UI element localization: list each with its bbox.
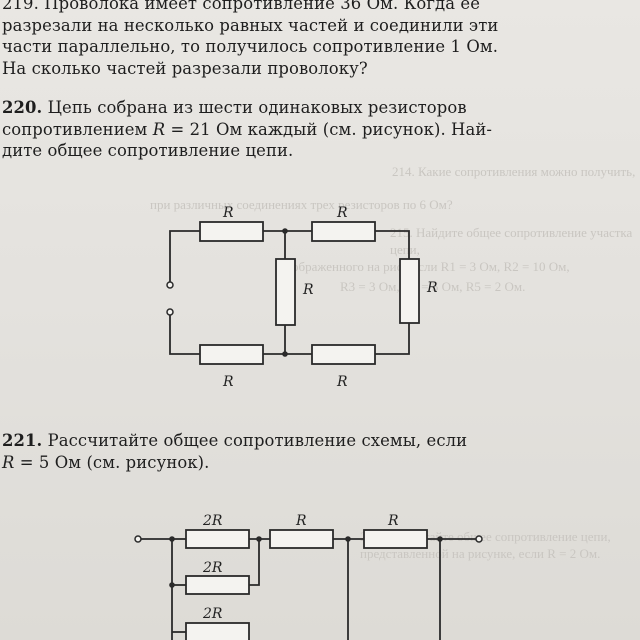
problem-219-line-4: На сколько частей разрезали проволоку? (2, 58, 368, 78)
resistor-label-bottom-left: R (222, 374, 234, 390)
problem-221: 221. Рассчитайте общее сопротивление схе… (2, 430, 638, 473)
problem-221-number: 221. (2, 431, 43, 450)
resistor-2r-top (185, 529, 250, 549)
wire-top-left (169, 230, 200, 282)
junction-node-left-mid (169, 582, 175, 588)
resistor-2r-bottom (185, 622, 250, 640)
junction-node-left (169, 536, 175, 542)
problem-220-variable: R (152, 119, 166, 139)
wire-bottom-right (375, 323, 410, 355)
wire-top-right (375, 230, 410, 259)
problem-221-line-1: 221. Рассчитайте общее сопротивление схе… (2, 431, 468, 450)
resistor-label-bottom-right: R (336, 374, 348, 390)
terminal-bottom (166, 308, 174, 316)
junction-node-2r (256, 536, 262, 542)
resistor-label-top-right: R (336, 205, 348, 221)
resistor-label-r-middle: R (295, 513, 307, 529)
resistor-label-2r-top: 2R (202, 513, 223, 529)
resistor-r-middle (269, 529, 334, 549)
resistor-label-r-right: R (387, 513, 399, 529)
junction-node-right (437, 536, 443, 542)
problem-221-line-2: R = 5 Ом (см. рисунок). (2, 452, 210, 472)
resistor-label-middle: R (302, 282, 314, 298)
problem-221-variable: R (2, 452, 15, 472)
resistor-label-2r-middle: 2R (202, 560, 223, 576)
problem-219-line-3: части параллельно, то получилось сопроти… (2, 37, 499, 56)
problem-220-line-3: дите общее сопротивление цепи. (2, 141, 294, 160)
problem-220-number: 220. (2, 98, 43, 117)
wire-bottom-left (169, 315, 200, 355)
problem-220: 220. Цепь собрана из шести одинаковых ре… (2, 97, 638, 162)
problem-219: 219. Проволока имеет сопротивление 36 Ом… (2, 0, 638, 79)
wire-2r-mid-right (249, 539, 260, 586)
junction-node-top (282, 228, 288, 234)
junction-node-bottom (282, 351, 288, 357)
terminal-input (134, 535, 142, 543)
problem-219-line-1: 219. Проволока имеет сопротивление 36 Ом… (2, 0, 481, 13)
terminal-output (475, 535, 483, 543)
resistor-label-2r-bottom: 2R (202, 606, 223, 622)
resistor-label-right: R (426, 280, 438, 296)
problem-219-line-2: разрезали на несколько равных частей и с… (2, 15, 499, 35)
resistor-label-top-left: R (222, 205, 234, 221)
terminal-top (166, 281, 174, 289)
problem-220-line-2: сопротивлением R = 21 Ом каждый (см. рис… (2, 119, 492, 139)
resistor-2r-middle (185, 575, 250, 595)
problem-220-line-1: 220. Цепь собрана из шести одинаковых ре… (2, 98, 467, 117)
junction-node-middle (345, 536, 351, 542)
resistor-r-right (363, 529, 428, 549)
